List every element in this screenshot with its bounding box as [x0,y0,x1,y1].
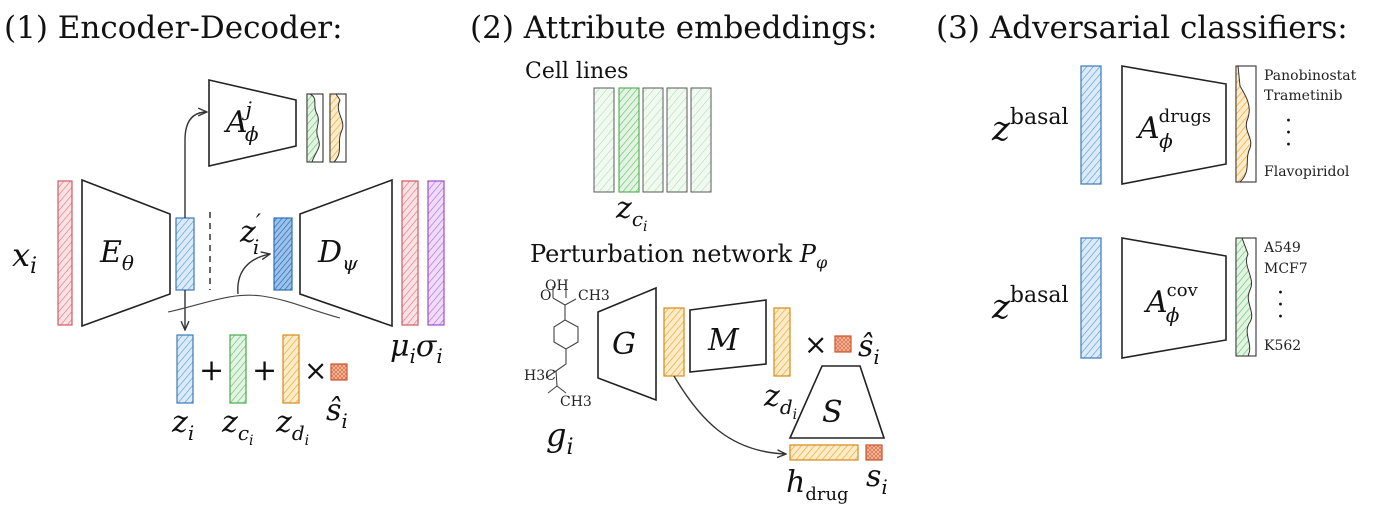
label-dose-hat: ŝi [858,329,880,369]
cov-label-a549: A549 [1263,240,1301,256]
drugs-density [1235,65,1252,183]
label-sum-zc: zci [221,405,254,449]
noise-curve [167,294,341,319]
molecule-bonds [545,286,579,394]
label-sum-zd: zdi [275,405,309,449]
network-m-trapezoid [689,299,767,373]
operator-plus-1: + [199,353,224,388]
label-sum-z: zi [171,405,194,445]
cov-density [1235,237,1253,357]
drug-label-panobinostat: Panobinostat [1264,68,1357,84]
cell-line-bar-1 [593,87,615,193]
drugs-ellipsis-1: · [1285,109,1292,134]
operator-plus-2: + [252,353,277,388]
g-output-bar [663,307,685,377]
latent-bar [175,217,195,291]
label-x-i: xi [12,236,37,279]
label-z-basal-cov: zbasal [991,283,1069,327]
adversary-density-orange [329,93,344,163]
atom-ch3-bottom: CH3 [560,394,592,410]
label-sum-shat: ŝi [326,393,348,433]
cell-line-bar-5 [690,87,712,193]
cell-line-bar-4 [666,87,688,193]
drugs-ellipsis-3: · [1285,133,1292,158]
operator-times-2: × [804,328,827,361]
h-drug-bar [789,444,859,461]
sum-bar-zc [229,334,247,404]
basal-bar-cov [1080,237,1102,359]
output-bar-mu [401,180,419,326]
arrow-to-zprime [237,254,270,295]
basal-bar-drugs [1080,65,1102,185]
classifier-cov-trapezoid [1121,237,1227,359]
label-h-drug: hdrug [786,465,849,505]
label-z-di: zdi [763,379,797,423]
label-g-i: gi [546,416,574,460]
cov-label-mcf7: MCF7 [1264,261,1308,277]
arrow-to-h-drug [673,375,786,454]
title-encoder-decoder: (1) Encoder-Decoder: [4,10,343,46]
label-network-s: S [822,395,843,430]
adversary-trapezoid [208,78,297,168]
cell-line-bar-3 [642,87,664,193]
operator-times: × [304,354,327,387]
sum-bar-z [176,334,194,404]
label-perturbation-network: Perturbation network Pφ [530,240,828,272]
atom-ch3-top: CH3 [578,288,610,304]
label-s-i: si [866,459,888,499]
classifier-drugs-trapezoid [1121,65,1227,185]
drugs-ellipsis-2: · [1285,121,1292,146]
cov-ellipsis-1: · [1277,281,1284,306]
label-z-basal-drugs: zbasal [991,105,1069,149]
zprime-bar [273,217,293,291]
network-s-trapezoid [788,365,886,439]
label-network-g: G [612,327,636,362]
input-bar-x [57,180,73,326]
output-bar-sigma [427,180,445,326]
label-z-prime: z′i [239,211,261,259]
adversary-density-green [306,93,320,163]
drug-label-trametinib: Trametinib [1264,88,1343,104]
sum-dose-square [330,363,348,381]
cov-ellipsis-2: · [1277,293,1284,318]
arrow-to-adversary [184,112,207,218]
title-attribute-embeddings: (2) Attribute embeddings: [470,10,877,46]
title-adversarial-classifiers: (3) Adversarial classifiers: [936,10,1348,46]
drug-embedding-bar [773,307,791,377]
atom-o: O [540,288,551,304]
dose-square [865,444,883,461]
encoder-trapezoid [81,178,171,328]
label-mu-sigma: μiσi [390,329,443,368]
label-network-m: M [707,323,740,358]
atom-oh: OH [545,278,569,294]
decoder-trapezoid [299,178,393,328]
cell-line-bar-2 [618,87,640,193]
dose-hat-square [834,335,852,353]
cov-label-k562: K562 [1264,338,1301,354]
panel-attribute-embeddings: Cell lines zci Perturbation network Pφ O… [524,59,888,505]
atom-h3c: H3C [524,368,556,384]
network-g-trapezoid [597,286,657,402]
label-z-ci: zci [615,191,648,235]
molecule-structure: OH O CH3 H3C CH3 [524,278,610,410]
label-cell-lines: Cell lines [525,59,628,84]
sum-bar-zd [282,334,300,404]
cov-ellipsis-3: · [1277,305,1284,330]
drug-label-flavopiridol: Flavopiridol [1264,164,1350,180]
